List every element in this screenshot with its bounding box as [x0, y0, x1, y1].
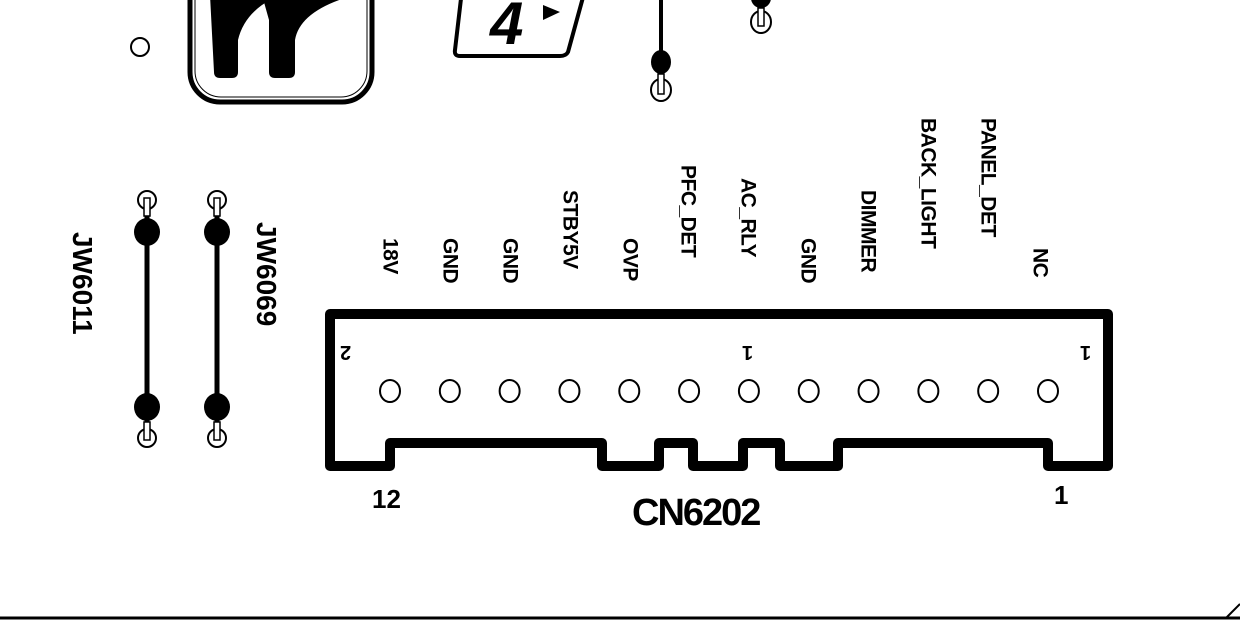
logo-mark: [187, 0, 375, 105]
signal-label: PANEL_DET: [976, 118, 1000, 237]
signal-label: GND: [796, 238, 820, 284]
jumper-label-jw6011: JW6011: [67, 232, 98, 335]
connector-pin: [977, 379, 1000, 403]
connector-pin: [558, 379, 581, 403]
pin-label-1: 1: [1054, 480, 1069, 510]
connector-pin: [857, 379, 880, 403]
signal-label: BACK_LIGHT: [916, 118, 940, 249]
signal-label: AC_RLY: [736, 178, 760, 258]
connector-outline: [325, 309, 1113, 471]
signal-label: STBY5V: [558, 190, 582, 269]
connector-pin: [797, 379, 820, 403]
mounting-hole: [130, 37, 150, 57]
signal-label: OVP: [618, 238, 642, 281]
connector-pin: [379, 379, 401, 403]
signal-label: NC: [1028, 248, 1052, 278]
connector-pin: [678, 379, 701, 403]
signal-label: PFC_DET: [676, 165, 700, 258]
connector-pin: [737, 379, 760, 403]
jumper-label-jw6069: JW6069: [251, 222, 282, 327]
signal-label: GND: [498, 238, 522, 284]
svg-text:4: 4: [489, 0, 523, 57]
connector-pins: [379, 379, 1059, 403]
connector-pin: [498, 379, 521, 403]
inner-mark: 1: [1080, 341, 1092, 363]
connector-pin: [1037, 379, 1059, 403]
signal-label: GND: [438, 238, 462, 284]
signal-label: DIMMER: [856, 190, 880, 273]
connector-pin: [438, 379, 461, 403]
connector-pin: [618, 379, 641, 403]
jumper-jw6069: [204, 190, 230, 448]
connector-pin: [917, 379, 940, 403]
board-corner: [1225, 603, 1240, 619]
inner-mark: 1: [742, 341, 754, 363]
jumper-jw6011: [134, 190, 160, 448]
logo-digit-badge: 4: [452, 0, 585, 58]
connector-ref: CN6202: [632, 492, 761, 534]
inner-mark: 2: [340, 341, 352, 363]
pin-label-12: 12: [372, 484, 401, 514]
trace-top-2: [750, 0, 772, 34]
signal-label: 18V: [378, 238, 402, 274]
trace-top-1: [650, 0, 672, 102]
